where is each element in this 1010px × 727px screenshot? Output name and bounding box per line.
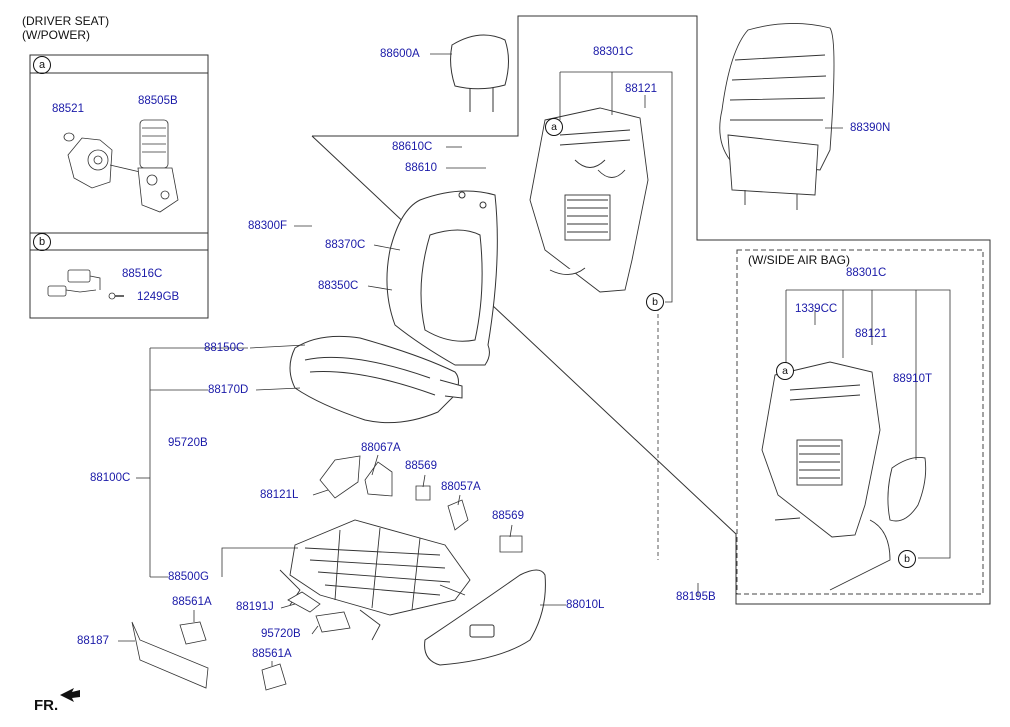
part-label-88057A[interactable]: 88057A	[441, 481, 481, 493]
part-label-88500G[interactable]: 88500G	[168, 571, 209, 583]
box-a-callout: a	[33, 56, 51, 74]
part-label-88569-a[interactable]: 88569	[405, 460, 437, 472]
callout-b-airbag: b	[898, 550, 916, 568]
part-label-88195B[interactable]: 88195B	[676, 591, 716, 603]
seatback-panel-drawing	[719, 23, 835, 210]
part-label-88301C-2[interactable]: 88301C	[846, 267, 887, 279]
part-label-88150C[interactable]: 88150C	[204, 342, 245, 354]
callout-b-upper: b	[646, 293, 664, 311]
part-label-88191J[interactable]: 88191J	[236, 601, 274, 613]
inset-box-b	[29, 232, 209, 319]
title-power: (W/POWER)	[22, 28, 90, 42]
seat-motor-drawing	[63, 119, 179, 213]
part-label-95720B-2[interactable]: 95720B	[261, 628, 301, 640]
backrest-frame-airbag-drawing	[761, 361, 927, 591]
part-label-88187[interactable]: 88187	[77, 635, 109, 647]
part-label-88121[interactable]: 88121	[625, 83, 657, 95]
box-b-callout: b	[33, 233, 51, 251]
part-label-88561A-2[interactable]: 88561A	[252, 648, 292, 660]
part-label-88121L[interactable]: 88121L	[260, 489, 299, 501]
backrest-cushion-drawing	[386, 190, 498, 366]
backrest-group-outline	[311, 15, 991, 605]
part-label-88561A[interactable]: 88561A	[172, 596, 212, 608]
part-label-88569-b[interactable]: 88569	[492, 510, 524, 522]
part-label-88521[interactable]: 88521	[52, 103, 84, 115]
part-label-88100C[interactable]: 88100C	[90, 472, 131, 484]
callout-a-airbag: a	[776, 362, 794, 380]
part-label-88610[interactable]: 88610	[405, 162, 437, 174]
part-label-88505B[interactable]: 88505B	[138, 95, 178, 107]
seat-frame-drawing	[279, 519, 471, 641]
part-label-88600A[interactable]: 88600A	[380, 48, 420, 60]
small-parts-drawing	[131, 455, 523, 691]
part-label-95720B[interactable]: 95720B	[168, 437, 208, 449]
backrest-frame-drawing	[529, 107, 649, 293]
part-label-88370C[interactable]: 88370C	[325, 239, 366, 251]
leader-lines	[118, 53, 951, 666]
part-label-88300F[interactable]: 88300F	[248, 220, 288, 232]
callout-a-upper: a	[545, 118, 563, 136]
front-arrow-icon	[60, 688, 80, 702]
part-label-88010L[interactable]: 88010L	[566, 599, 605, 611]
part-label-88067A[interactable]: 88067A	[361, 442, 401, 454]
part-label-88516C[interactable]: 88516C	[122, 268, 163, 280]
title-side-airbag: (W/SIDE AIR BAG)	[748, 253, 851, 267]
part-label-88301C[interactable]: 88301C	[593, 46, 634, 58]
front-indicator: FR.	[34, 697, 59, 714]
side-airbag-dashed-box	[736, 249, 984, 595]
part-label-88170D[interactable]: 88170D	[208, 384, 249, 396]
wiring-harness-drawing	[47, 269, 124, 300]
part-label-88350C[interactable]: 88350C	[318, 280, 359, 292]
part-label-88390N[interactable]: 88390N	[850, 122, 891, 134]
part-label-88610C[interactable]: 88610C	[392, 141, 433, 153]
headrest-drawing	[450, 34, 509, 112]
title-driver-seat: (DRIVER SEAT)	[22, 14, 110, 28]
part-label-88121-2[interactable]: 88121	[855, 328, 887, 340]
inset-box-a	[29, 54, 209, 234]
seat-cushion-drawing	[289, 335, 463, 424]
part-label-88910T[interactable]: 88910T	[893, 373, 933, 385]
part-label-1249GB[interactable]: 1249GB	[137, 291, 180, 303]
part-label-1339CC[interactable]: 1339CC	[795, 303, 838, 315]
